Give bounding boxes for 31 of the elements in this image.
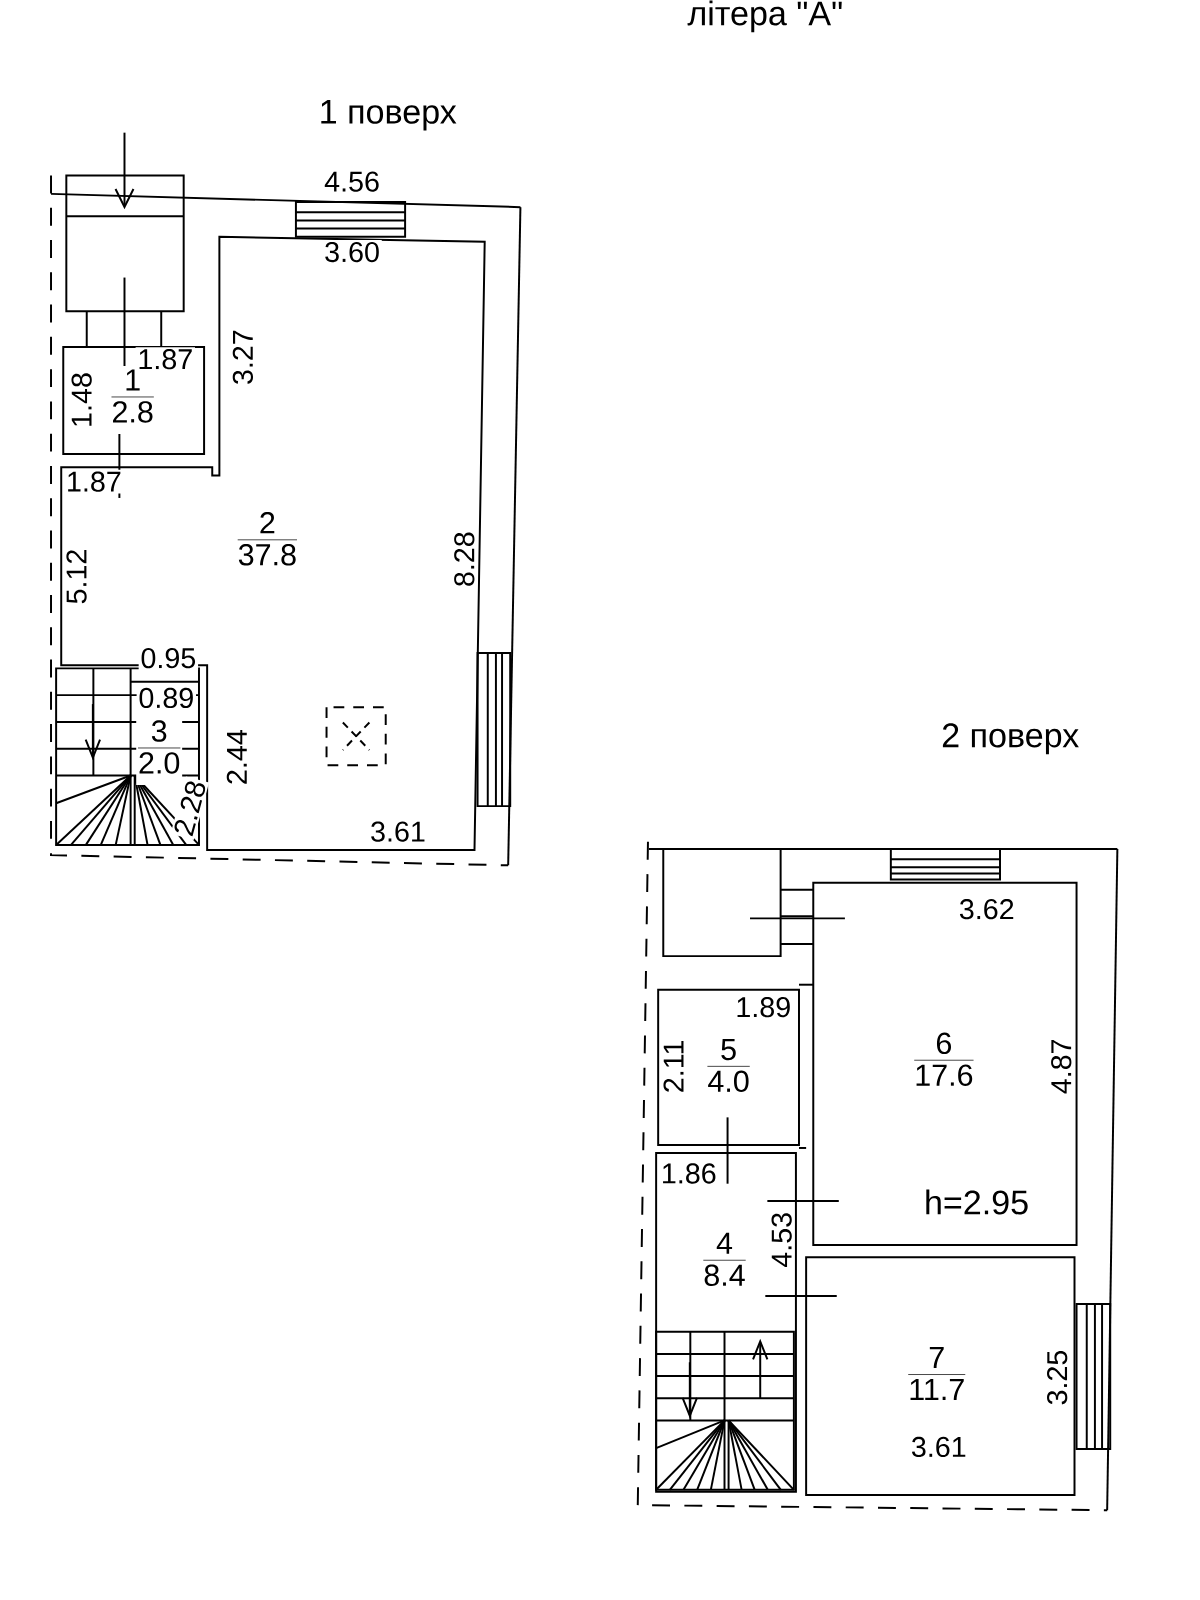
room-label: 3 2.0: [136, 717, 183, 785]
dimension-label: 1.87: [64, 469, 124, 494]
room-label: 5 4.0: [705, 1035, 752, 1104]
dimension-label: 3.25: [1045, 1347, 1070, 1408]
dimension-label: 2.28: [170, 776, 210, 840]
room-label: 7 11.7: [906, 1343, 968, 1412]
room-label: 2 37.8: [235, 509, 299, 577]
dimension-label: 0.95: [138, 646, 199, 671]
dimension-label: 3.62: [957, 897, 1017, 922]
room-label: 4 8.4: [701, 1229, 748, 1298]
dimension-label: 3.61: [368, 819, 428, 844]
dimension-label: 0.89: [136, 686, 197, 710]
dimension-label: 2.11: [661, 1037, 686, 1095]
dimension-label: 3.61: [909, 1435, 969, 1459]
floor-label: 1 поверх: [316, 98, 459, 133]
dimension-label: 4.56: [322, 169, 382, 194]
dimension-label: 1.87: [135, 347, 195, 372]
dimension-label: 1.86: [659, 1161, 719, 1186]
room-label: 6 17.6: [912, 1029, 976, 1098]
height-label: h=2.95: [922, 1187, 1031, 1217]
dimension-label: 5.12: [64, 546, 89, 607]
dimension-label: 4.87: [1049, 1036, 1074, 1097]
dimension-label: 1.48: [69, 370, 94, 430]
floor-label: 2 поверх: [939, 721, 1082, 756]
title: літера "А": [687, 0, 842, 33]
dimension-label: 1.89: [733, 995, 793, 1020]
dimension-label: 4.53: [769, 1210, 794, 1270]
dimension-label: 3.60: [322, 240, 382, 264]
dimension-label: 8.28: [452, 529, 477, 589]
dimension-label: 2.44: [224, 727, 249, 787]
dimension-label: 3.27: [230, 327, 255, 387]
